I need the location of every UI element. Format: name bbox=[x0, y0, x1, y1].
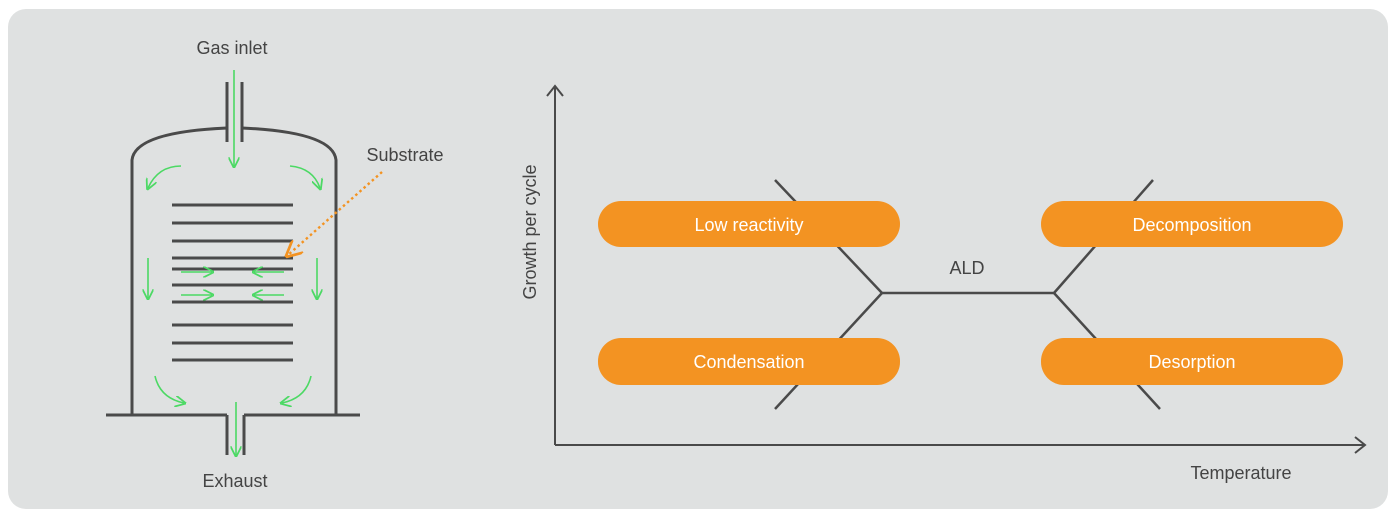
substrate-label: Substrate bbox=[366, 145, 443, 165]
region-decomposition-label: Decomposition bbox=[1132, 215, 1251, 235]
substrate-pointer-arrow bbox=[288, 171, 383, 255]
region-condensation-label: Condensation bbox=[693, 352, 804, 372]
region-low-reactivity-label: Low reactivity bbox=[694, 215, 803, 235]
reactor-vessel bbox=[130, 126, 338, 414]
exhaust-label: Exhaust bbox=[202, 471, 267, 491]
x-axis-label: Temperature bbox=[1190, 463, 1291, 483]
substrate-stack bbox=[172, 203, 293, 362]
top-left-swirl-arrow bbox=[148, 165, 182, 188]
region-desorption-label: Desorption bbox=[1148, 352, 1235, 372]
region-low-reactivity: Low reactivity bbox=[598, 201, 900, 247]
y-axis-arrowhead bbox=[546, 84, 564, 97]
region-desorption: Desorption bbox=[1041, 338, 1343, 385]
x-axis-arrowhead bbox=[1354, 436, 1367, 454]
region-decomposition: Decomposition bbox=[1041, 201, 1343, 247]
reactor-schematic: Gas inlet Exhaust Substrate bbox=[106, 38, 444, 491]
gas-flow-arrows bbox=[148, 70, 320, 455]
axes bbox=[546, 84, 1367, 454]
bottom-right-swirl-arrow bbox=[282, 375, 312, 403]
ald-label: ALD bbox=[949, 258, 984, 278]
bottom-left-swirl-arrow bbox=[154, 375, 184, 403]
ald-window-diagram: Growth per cycle Temperature ALD Low rea… bbox=[520, 84, 1367, 483]
top-right-swirl-arrow bbox=[289, 165, 320, 188]
gas-inlet-label: Gas inlet bbox=[196, 38, 267, 58]
y-axis-label: Growth per cycle bbox=[520, 164, 540, 299]
region-condensation: Condensation bbox=[598, 338, 900, 385]
